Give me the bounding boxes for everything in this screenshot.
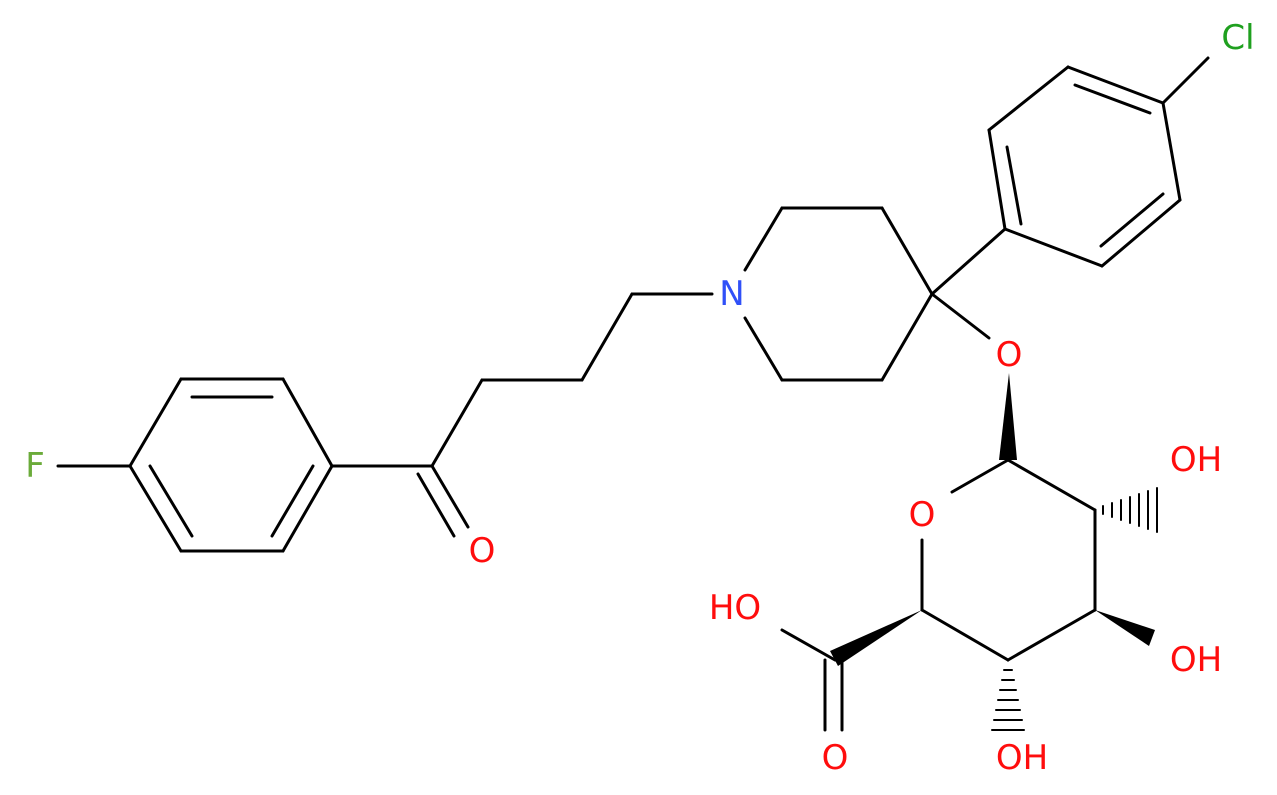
glucuronide-ring xyxy=(780,292,1158,732)
ketone-oxygen-label: O xyxy=(469,531,496,571)
nitrogen-label: N xyxy=(719,274,744,314)
chlorophenyl-ring xyxy=(930,56,1210,296)
hydroxyl-c4-label: OH xyxy=(996,738,1048,778)
ether-oxygen-label: O xyxy=(996,335,1023,375)
piperidine-ring xyxy=(743,206,934,382)
fluorophenyl-ring xyxy=(128,377,334,553)
hydroxyl-c3-label: OH xyxy=(1170,640,1222,680)
fluorine-label: F xyxy=(25,446,45,486)
hydroxyl-c2-label: OH xyxy=(1170,440,1222,480)
chlorine-label: Cl xyxy=(1221,18,1254,58)
ring-oxygen-label: O xyxy=(909,495,936,535)
ketone-chain xyxy=(330,292,714,538)
carboxyl-hydroxyl-label: HO xyxy=(709,588,761,628)
carboxyl-oxygen-label: O xyxy=(822,738,849,778)
atom-labels: Cl F N O O O O HO OH OH OH xyxy=(25,18,1254,778)
